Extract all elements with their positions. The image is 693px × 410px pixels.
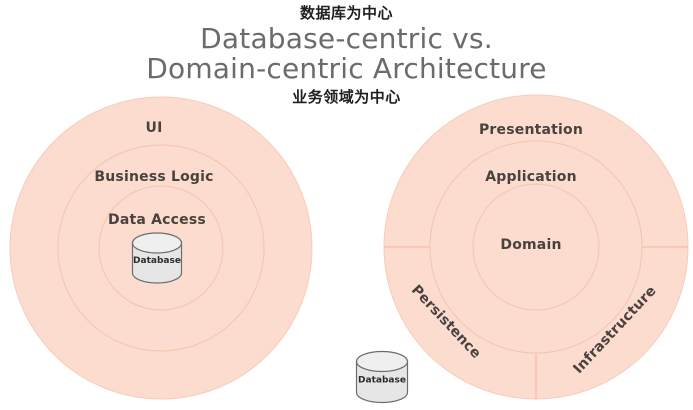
label-presentation: Presentation — [478, 122, 584, 138]
page-title-line-1: Database-centric vs. — [200, 22, 493, 55]
label-business-logic: Business Logic — [94, 169, 214, 185]
database-icon — [131, 232, 183, 284]
label-domain: Domain — [500, 237, 562, 253]
page-title-line-2: Domain-centric Architecture — [146, 52, 547, 85]
database-cylinder-right: Database — [354, 350, 411, 404]
database-cylinder-left: Database — [130, 232, 185, 284]
label-data-access: Data Access — [108, 212, 206, 228]
label-ui: UI — [145, 120, 163, 136]
database-icon — [355, 350, 409, 404]
chinese-annotation-top: 数据库为中心 — [299, 4, 393, 22]
label-application: Application — [485, 169, 577, 185]
chinese-annotation-bottom: 业务领域为中心 — [292, 88, 401, 106]
right-architecture-group — [383, 94, 689, 400]
right-ring-domain — [472, 183, 600, 311]
